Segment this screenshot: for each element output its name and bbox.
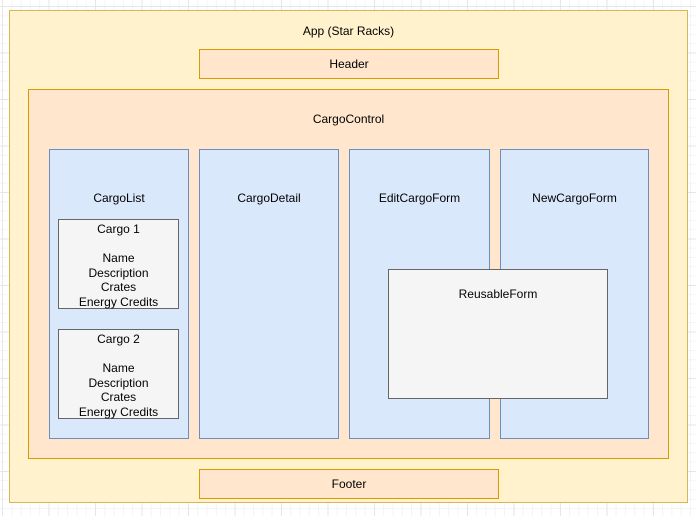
- node-cargo-control-label: CargoControl: [312, 112, 385, 126]
- cargo-2-title: Cargo 2: [97, 332, 140, 346]
- cargo-1-field-description: Description: [88, 265, 149, 280]
- cargo-2-field-name: Name: [102, 361, 135, 376]
- node-header[interactable]: Header: [199, 49, 499, 79]
- node-header-label: Header: [329, 57, 369, 71]
- node-app-label: App (Star Racks): [302, 24, 395, 38]
- node-edit-cargo-form-label: EditCargoForm: [378, 191, 461, 205]
- cargo-1-field-energy-credits: Energy Credits: [78, 294, 159, 309]
- node-reusable-form[interactable]: ReusableForm: [388, 269, 608, 399]
- cargo-1-title: Cargo 1: [97, 222, 140, 236]
- node-footer-label: Footer: [331, 477, 367, 491]
- cargo-2-field-energy-credits: Energy Credits: [78, 404, 159, 419]
- cargo-1-spacer: [59, 237, 178, 252]
- node-new-cargo-form-label: NewCargoForm: [532, 191, 617, 205]
- node-cargo-1-card[interactable]: Cargo 1 Name Description Crates Energy C…: [58, 219, 179, 309]
- cargo-2-spacer: [59, 347, 178, 362]
- cargo-1-field-crates: Crates: [100, 280, 137, 295]
- node-reusable-form-label: ReusableForm: [458, 287, 538, 301]
- node-cargo-list-label: CargoList: [93, 191, 145, 205]
- node-cargo-detail-label: CargoDetail: [237, 191, 301, 205]
- node-cargo-2-card[interactable]: Cargo 2 Name Description Crates Energy C…: [58, 329, 179, 419]
- cargo-2-field-crates: Crates: [100, 390, 137, 405]
- node-cargo-detail[interactable]: CargoDetail: [199, 149, 339, 439]
- node-footer[interactable]: Footer: [199, 469, 499, 499]
- cargo-1-field-name: Name: [102, 251, 135, 266]
- cargo-2-field-description: Description: [88, 375, 149, 390]
